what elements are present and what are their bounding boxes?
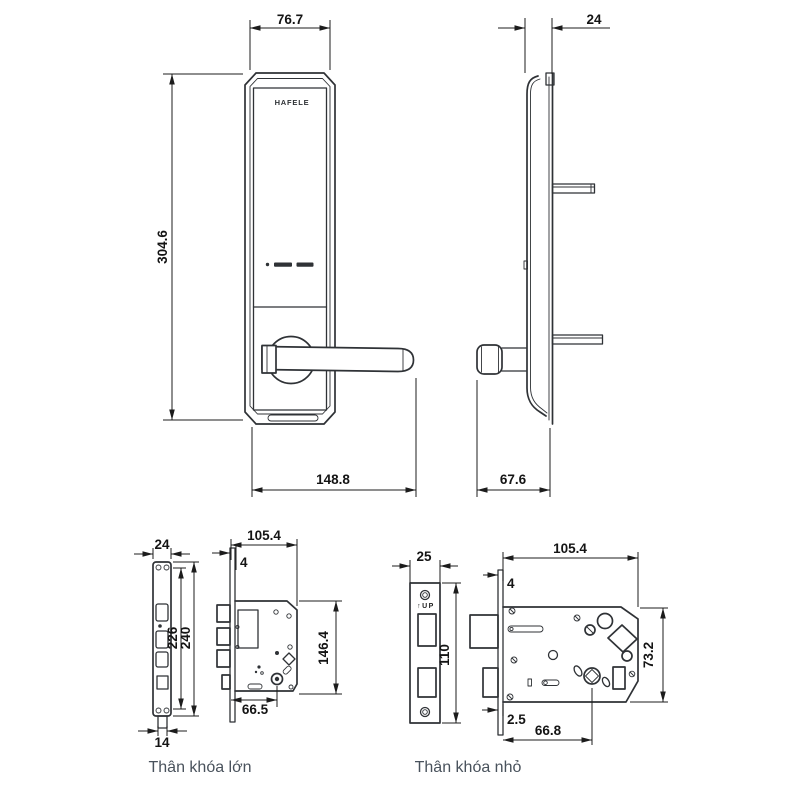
faceplate-tab: [157, 715, 168, 729]
mounting-bar-top: [551, 183, 596, 194]
up-marker: ↑UP: [417, 603, 435, 610]
dim-large-faceplate-height: 240: [173, 561, 199, 717]
dim-label: 73.2: [641, 642, 656, 668]
dim-label: 4: [240, 555, 248, 570]
side-view: [476, 72, 604, 425]
internal-mechanism: [506, 607, 638, 701]
dim-large-tab-width: 14: [138, 726, 187, 750]
side-front-face: [526, 75, 547, 417]
dim-label: 148.8: [316, 472, 350, 487]
dim-large-hole-span: 226: [165, 567, 186, 710]
large-lock-faceplate-view: [152, 561, 172, 729]
dim-label: 14: [154, 735, 170, 750]
latch-chamber: [237, 609, 259, 649]
dim-label: 110: [437, 644, 452, 666]
body-faceplate-edge: [497, 569, 504, 736]
front-view: HAFELE: [244, 72, 415, 425]
dim-label: 66.5: [242, 702, 269, 717]
top-cap: [545, 72, 555, 86]
dim-small-body-width: 105.4: [502, 541, 639, 607]
dim-front-width-total: 148.8: [251, 378, 417, 497]
dim-label: 66.8: [535, 723, 562, 738]
dim-large-backset: 66.5: [231, 686, 278, 717]
dim-small-faceplate-height: 110: [437, 582, 461, 724]
brand-logo: HAFELE: [275, 98, 310, 107]
dim-small-faceplate-width: 25: [392, 549, 458, 583]
lever-neck: [261, 344, 277, 374]
dim-label: 24: [154, 537, 170, 552]
small-lock-faceplate-view: ↑UP: [409, 582, 441, 724]
faceplate: [409, 582, 441, 724]
small-lock-body-view: [469, 569, 639, 736]
dim-large-body-height: 146.4: [299, 600, 342, 695]
dim-label: 24: [586, 12, 602, 27]
dim-side-depth: 24: [498, 12, 610, 74]
dim-label: 304.6: [155, 230, 170, 264]
mounting-bar-bottom: [551, 334, 604, 345]
dim-small-plate-offset-bottom: 2.5: [482, 704, 526, 727]
latch-bolt: [469, 614, 499, 649]
dim-large-body-width: 105.4: [230, 528, 298, 606]
dim-label: 105.4: [553, 541, 587, 556]
deadbolt: [482, 667, 499, 698]
internal-mechanism: [235, 609, 296, 690]
lock-case-outline: [234, 600, 298, 692]
latch-bolts: [216, 604, 231, 690]
lock-body-outline: [244, 72, 336, 425]
lock-body-inner-outline: [249, 78, 331, 415]
dim-label: 2.5: [507, 712, 526, 727]
side-button: [523, 260, 528, 270]
large-lock-body-view: [216, 547, 298, 723]
card-reader-indicator: [265, 262, 314, 267]
dim-label: 4: [507, 576, 515, 591]
dim-small-body-height: 73.2: [630, 607, 668, 703]
side-front-face-inner: [530, 78, 548, 414]
lock-case-outline: [502, 606, 639, 703]
large-body-label: Thân khóa lớn: [149, 759, 252, 776]
small-body-label: Thân khóa nhỏ: [415, 759, 522, 776]
dim-small-plate-offset: 4: [483, 566, 515, 591]
dim-label: 105.4: [247, 528, 281, 543]
front-panel: [252, 87, 328, 411]
dim-large-plate-offset: 4: [212, 545, 248, 570]
dim-small-backset: 66.8: [503, 688, 593, 745]
dim-label: 25: [416, 549, 432, 564]
dim-large-faceplate-width: 24: [134, 537, 190, 559]
dim-side-handle-depth: 67.6: [476, 380, 551, 497]
dim-front-width-top: 76.7: [249, 12, 331, 70]
side-lever-handle: [476, 344, 527, 375]
dim-label: 146.4: [316, 631, 331, 665]
dim-front-height: 304.6: [155, 73, 243, 421]
dim-label: 226: [165, 626, 180, 649]
bottom-tab: [267, 414, 319, 422]
dim-label: 67.6: [500, 472, 527, 487]
dim-label: 76.7: [277, 12, 303, 27]
lever-handle: [261, 345, 415, 373]
dim-label: 240: [178, 627, 193, 650]
